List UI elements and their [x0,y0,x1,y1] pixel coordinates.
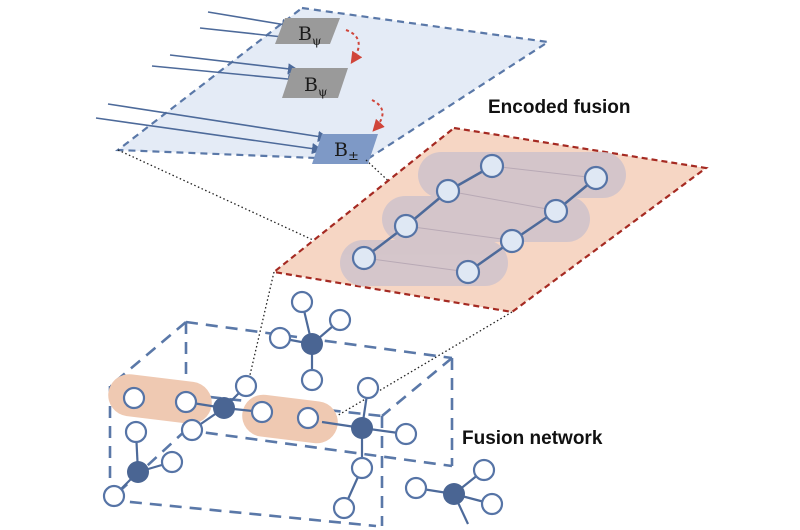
resource-state-center [301,333,323,355]
qubit-node [268,326,292,350]
bell-measurement-gate-pm: B± [312,134,378,164]
qubit-node [328,308,352,332]
qubit-node [404,476,428,500]
svg-text:Bψ: Bψ [298,23,321,48]
pair-highlight [418,152,626,198]
resource-state-center [351,417,373,439]
measurement-panel: Bψ Bψ B± [95,6,552,164]
resource-state-center [443,483,465,505]
zoom-connectors-lower [245,271,513,421]
svg-text:Bψ: Bψ [304,74,327,99]
qubit-node [124,420,148,444]
qubit-node [455,259,481,285]
gate-subscript: ± [348,149,359,164]
qubit-node [250,400,274,424]
qubit-node [351,245,377,271]
gate-label: B [334,139,348,161]
qubit-node [479,153,505,179]
qubit-node [394,422,418,446]
feedforward-arrow [345,29,363,64]
qubit-node [160,450,184,474]
feedforward-arrow [371,99,385,132]
resource-state-center [213,397,235,419]
qubit-node [102,484,126,508]
photon-input-arrows [95,11,330,155]
photon-arrow [169,54,300,75]
qubit-node [300,368,324,392]
encoded-chain-nodes [351,153,609,285]
qubit-node [393,213,419,239]
qubit-node [290,290,314,314]
qubit-node [435,178,461,204]
bell-measurement-gate: Bψ [275,18,340,48]
qubit-node [234,374,258,398]
qubit-node [180,418,204,442]
encoded-fusion-panel [271,126,709,314]
gate-subscript: ψ [312,34,321,48]
svg-text:B±: B± [334,139,359,164]
photon-arrow [95,117,324,155]
qubit-node [543,198,569,224]
qubit-node [122,386,146,410]
network-outer-nodes [102,290,504,520]
photon-arrow [151,65,300,85]
qubit-node [499,228,525,254]
fusion-network [102,290,504,528]
pair-guides [363,165,597,273]
resource-state-center [127,461,149,483]
network-center-nodes [127,333,465,505]
photon-arrow [199,27,294,43]
bell-measurement-gate: Bψ [282,68,348,99]
qubit-node [350,456,374,480]
zoom-connectors-upper [117,149,493,279]
qubit-node [472,458,496,482]
encoded-fusion-label: Encoded fusion [488,97,631,118]
qubit-node [356,376,380,400]
photon-arrow [207,11,294,30]
qubit-node [332,496,356,520]
qubit-node [296,406,320,430]
fusion-highlight [108,374,212,424]
photon-arrow [107,103,330,142]
qubit-node [583,165,609,191]
qubit-node [174,390,198,414]
gate-label: B [304,74,318,96]
fusion-network-label: Fusion network [462,428,603,449]
qubit-node [480,492,504,516]
gate-label: B [298,23,312,45]
gate-subscript: ψ [318,85,327,99]
